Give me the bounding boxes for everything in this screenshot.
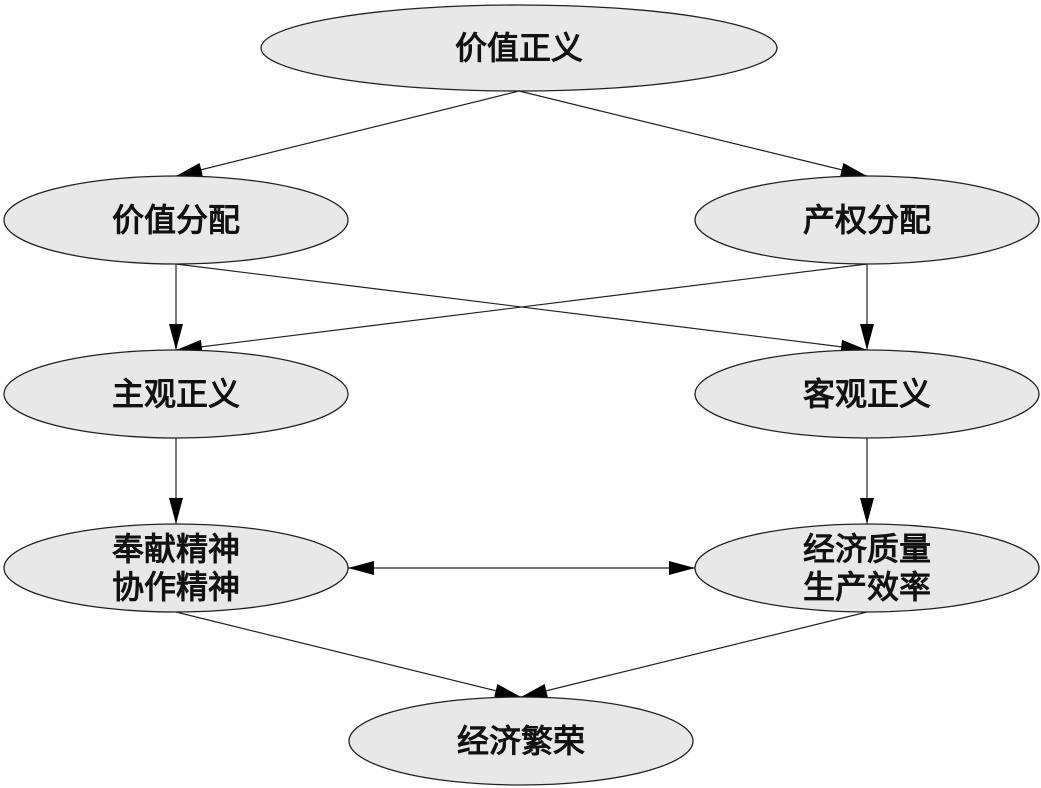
edge-subjective-justice-to-dedication-cooperation [169, 438, 183, 524]
node-economic-prosperity: 经济繁荣 [348, 696, 694, 786]
edge-line [175, 263, 868, 351]
node-label: 主观正义 [112, 375, 240, 413]
arrowhead [860, 324, 874, 350]
edge-line [520, 611, 868, 698]
edge-property-distribution-to-objective-justice [860, 264, 874, 350]
edge-dedication-cooperation-to-economic-prosperity [175, 611, 522, 698]
arrowhead [494, 683, 521, 698]
edge-line [175, 611, 522, 698]
edge-value-justice-to-property-distribution [518, 90, 868, 177]
edge-objective-justice-to-quality-efficiency [860, 438, 874, 524]
node-subjective-justice: 主观正义 [3, 349, 349, 439]
node-label: 客观正义 [803, 375, 931, 413]
arrowhead [521, 683, 548, 698]
edge-value-justice-to-value-distribution [175, 90, 520, 177]
node-label: 协作精神 [112, 568, 240, 606]
node-label: 奉献精神 [112, 530, 240, 568]
arrowhead [840, 163, 867, 177]
node-ellipse [694, 349, 1040, 439]
arrowhead [169, 498, 183, 524]
node-value-justice: 价值正义 [260, 4, 778, 92]
node-label: 经济质量 [803, 530, 931, 568]
node-ellipse [3, 523, 349, 613]
node-label: 产权分配 [803, 201, 931, 239]
node-label: 价值分配 [112, 201, 240, 239]
node-ellipse [260, 4, 778, 92]
edge-quality-efficiency-to-economic-prosperity [520, 611, 868, 698]
arrowhead [169, 324, 183, 350]
node-objective-justice: 客观正义 [694, 349, 1040, 439]
edge-line [518, 90, 868, 177]
node-ellipse [348, 696, 694, 786]
arrowhead [860, 498, 874, 524]
edge-line [175, 90, 520, 177]
node-label: 价值正义 [455, 29, 583, 67]
edge-dedication-cooperation-to-quality-efficiency [348, 561, 695, 575]
node-property-distribution: 产权分配 [694, 175, 1040, 265]
arrowhead [176, 162, 203, 177]
node-label: 经济繁荣 [457, 722, 585, 760]
node-ellipse [3, 175, 349, 265]
node-value-distribution: 价值分配 [3, 175, 349, 265]
arrowhead [669, 561, 695, 575]
edge-value-distribution-to-subjective-justice [169, 264, 183, 350]
node-ellipse [694, 175, 1040, 265]
node-label: 生产效率 [803, 568, 931, 606]
node-ellipse [694, 523, 1040, 613]
node-ellipse [3, 349, 349, 439]
arrowhead [348, 561, 374, 575]
